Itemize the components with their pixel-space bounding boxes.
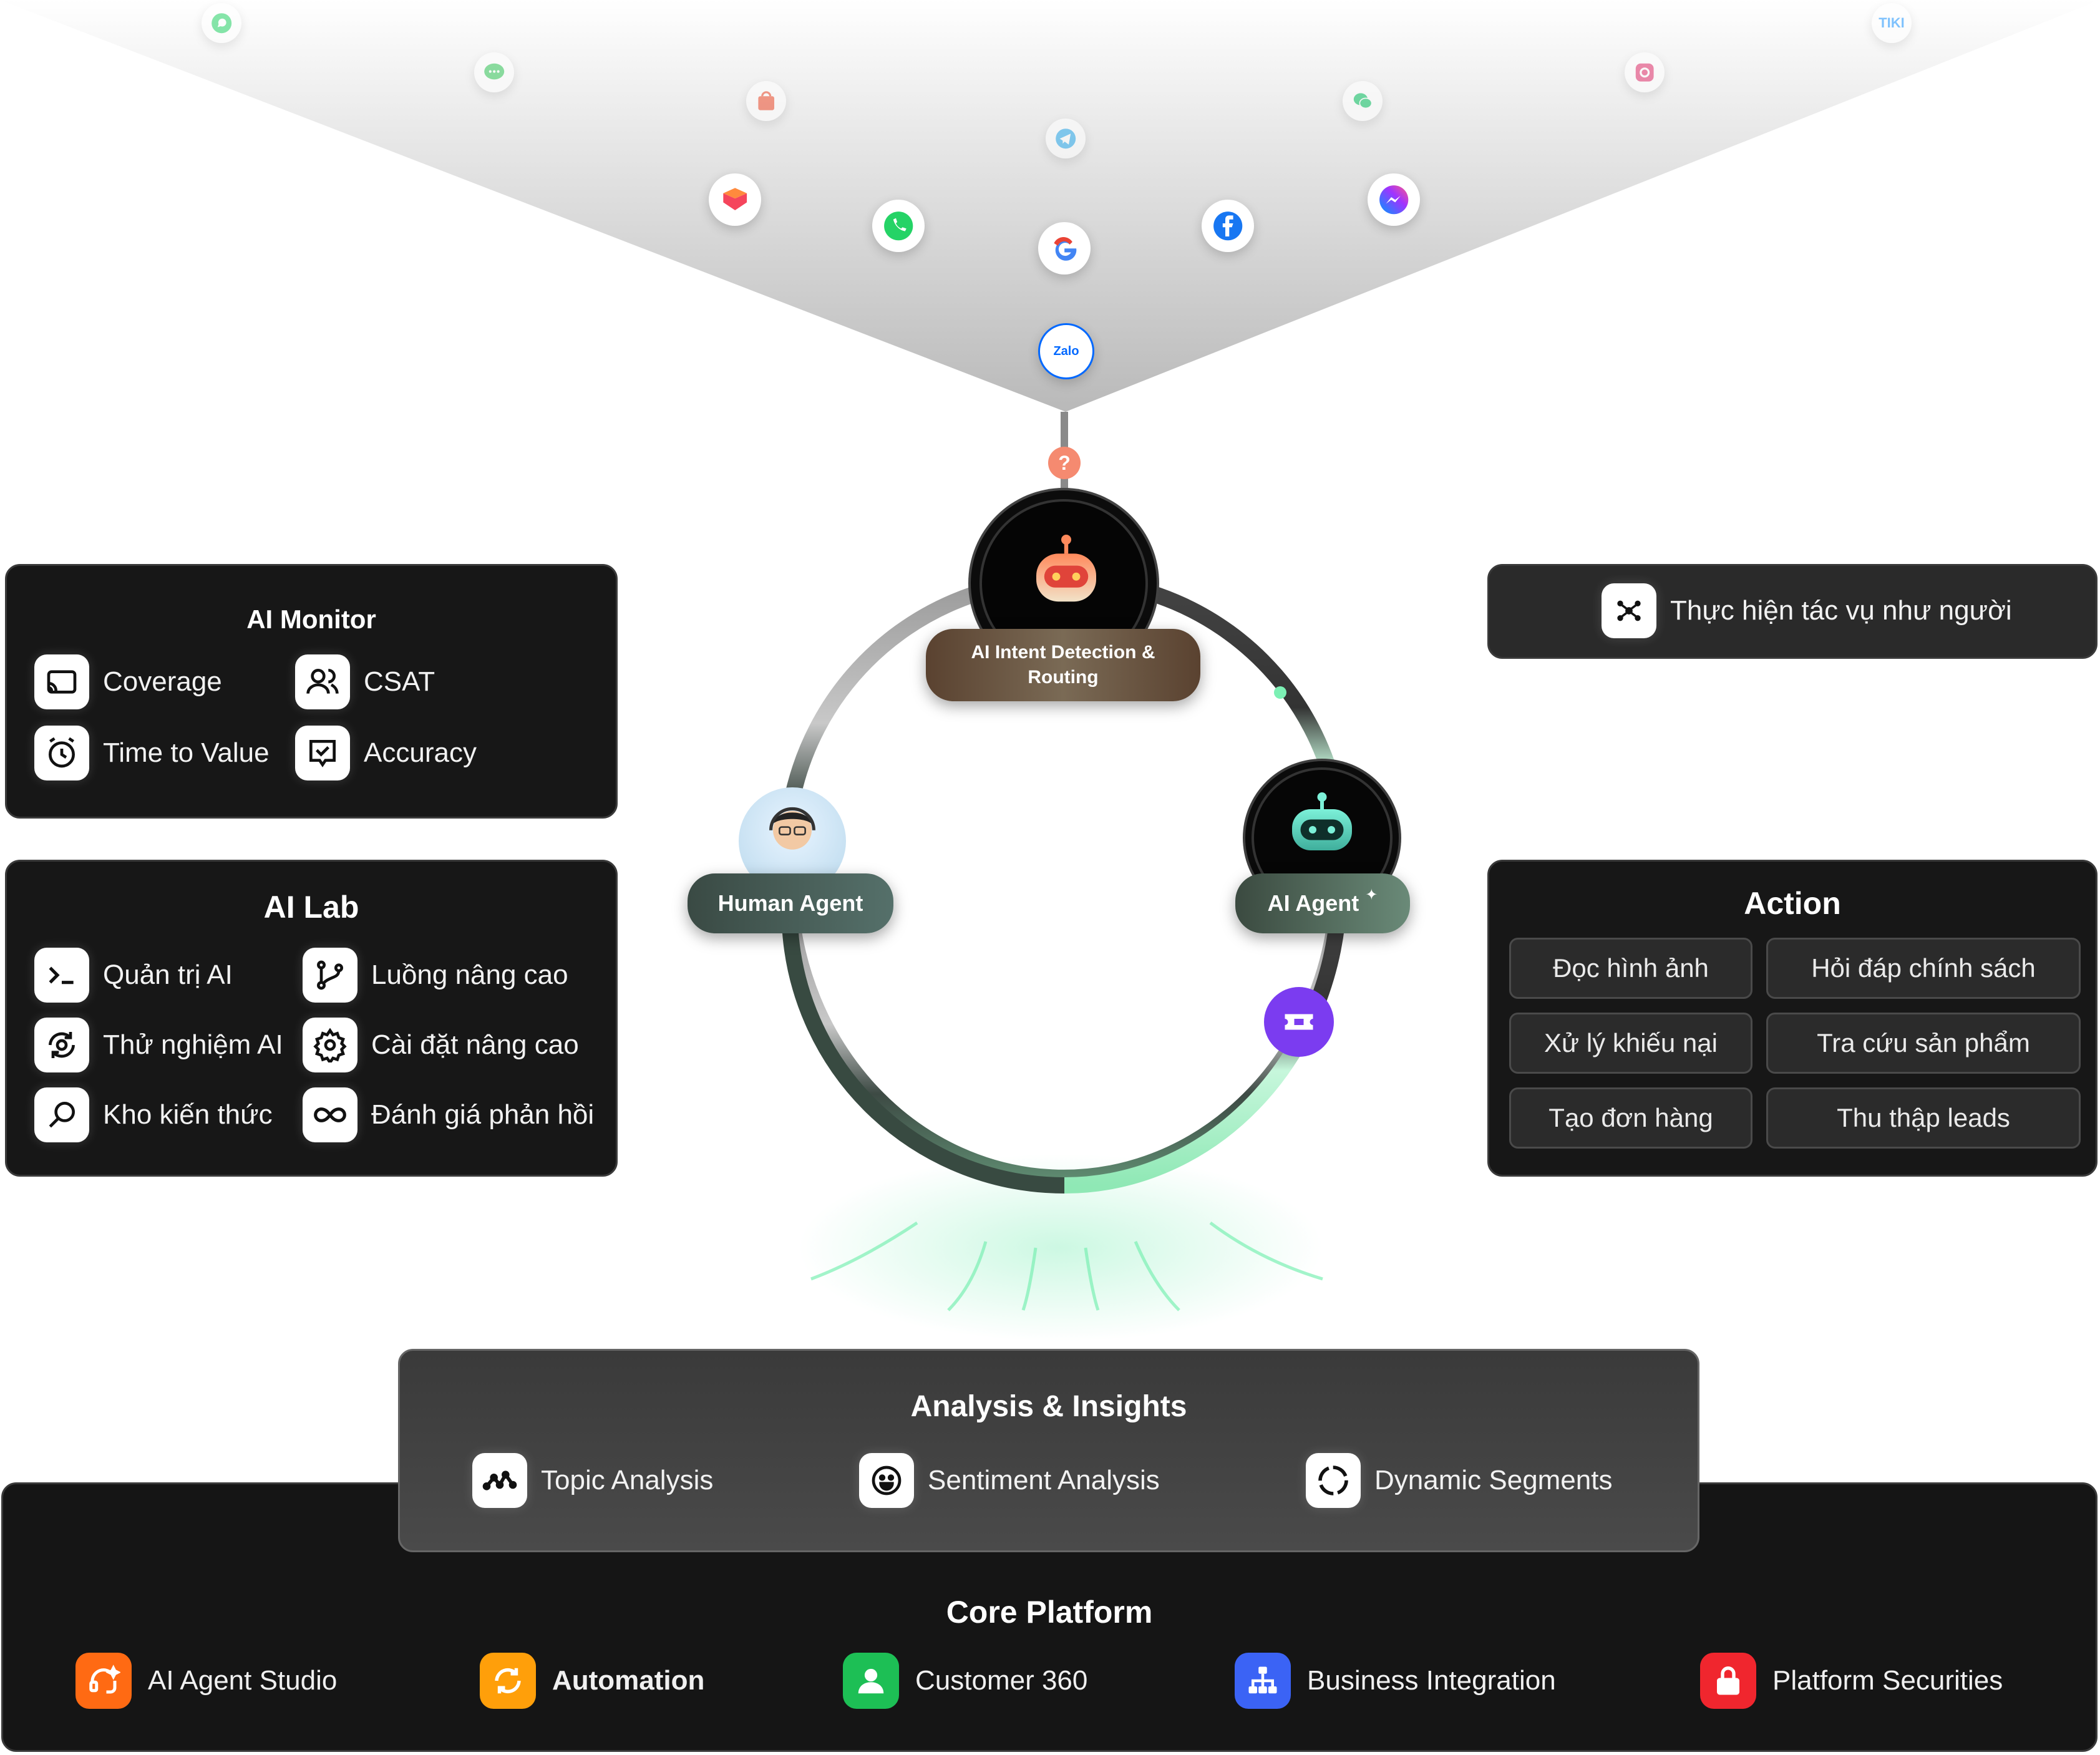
core-platform-title: Core Platform [946,1595,1153,1630]
ai-monitor-panel: AI Monitor Coverage CSAT Time to Value A… [5,564,618,819]
action-chip-collect-leads[interactable]: Thu thập leads [1766,1087,2081,1149]
imessage-icon [474,52,514,92]
lab-label: Cài đặt nâng cao [371,1029,579,1060]
search-chat-icon [34,1087,89,1142]
lab-item-ai-experiment[interactable]: Thử nghiệm AI [34,1018,283,1072]
git-branch-icon [303,948,357,1003]
sparkle-icon: ✦ [1365,886,1378,903]
lab-label: Quản trị AI [103,960,233,990]
core-item-customer-360[interactable]: Customer 360 [843,1653,1087,1709]
sparkle-cluster-icon [1602,583,1656,638]
users-icon [295,654,350,709]
lab-label: Thử nghiệm AI [103,1029,283,1060]
ai-agent-label[interactable]: AI Agent ✦ [1235,873,1410,933]
lab-item-advanced-settings[interactable]: Cài đặt nâng cao [303,1018,579,1072]
action-chip-product-lookup[interactable]: Tra cứu sản phẩm [1766,1013,2081,1074]
lab-label: Luồng nâng cao [371,960,568,990]
lock-icon [1700,1653,1756,1709]
core-item-platform-securities[interactable]: Platform Securities [1700,1653,2003,1709]
action-chip-policy-qa[interactable]: Hỏi đáp chính sách [1766,938,2081,999]
alarm-clock-icon [34,726,89,780]
human-task-panel[interactable]: Thực hiện tác vụ như người [1487,564,2098,659]
sync-icon [480,1653,536,1709]
smiley-icon [859,1453,914,1508]
action-chip-create-order[interactable]: Tạo đơn hàng [1509,1087,1752,1149]
lab-label: Đánh giá phản hồi [371,1099,595,1130]
analysis-panel: Analysis & Insights Topic Analysis Senti… [398,1349,1699,1552]
tiki-icon: TIKI [1872,3,1912,43]
phone-icon [872,200,925,252]
gear-icon [303,1018,357,1072]
google-icon [1038,222,1091,275]
analysis-label: Topic Analysis [541,1465,714,1495]
check-message-icon [295,726,350,780]
metric-label: Coverage [103,666,222,697]
ai-lab-panel: AI Lab Quản trị AI Luồng nâng cao Thử ng… [5,860,618,1177]
action-chip-complaint[interactable]: Xử lý khiếu nại [1509,1013,1752,1074]
analysis-item-topic[interactable]: Topic Analysis [472,1453,713,1508]
ai-monitor-title: AI Monitor [246,605,376,634]
analysis-item-sentiment[interactable]: Sentiment Analysis [859,1453,1160,1508]
lazada-icon [709,173,761,226]
telegram-icon [1046,119,1086,158]
ticket-icon [1285,1014,1313,1030]
core-label: Automation [552,1665,705,1696]
human-task-label: Thực hiện tác vụ như người [1670,595,2012,626]
trend-line-icon [472,1453,527,1508]
question-marker: ? [1048,447,1081,479]
metric-label: Accuracy [364,737,477,768]
cast-icon [34,654,89,709]
lab-item-feedback[interactable]: Đánh giá phản hồi [303,1087,594,1142]
core-label: Customer 360 [915,1665,1088,1696]
robot-icon [1036,535,1096,602]
ticket-node[interactable] [1264,987,1334,1057]
core-item-business-integration[interactable]: Business Integration [1235,1653,1556,1709]
facebook-icon [1202,200,1254,252]
lab-item-ai-admin[interactable]: Quản trị AI [34,948,233,1003]
ai-agent-text: AI Agent [1267,890,1359,916]
human-task-item[interactable]: Thực hiện tác vụ như người [1602,583,2012,638]
core-label: Platform Securities [1772,1665,2003,1696]
infinity-icon [303,1087,357,1142]
metric-coverage[interactable]: Coverage [34,654,222,709]
core-label: AI Agent Studio [148,1665,338,1696]
lab-item-knowledge-base[interactable]: Kho kiến thức [34,1087,273,1142]
metric-label: Time to Value [103,737,270,768]
action-panel: Action Đọc hình ảnh Hỏi đáp chính sách X… [1487,860,2098,1177]
core-label: Business Integration [1307,1665,1556,1696]
terminal-icon [34,948,89,1003]
metric-time-to-value[interactable]: Time to Value [34,726,270,780]
metric-label: CSAT [364,666,435,697]
instagram-icon [1625,52,1665,92]
ai-intent-label[interactable]: AI Intent Detection & Routing [926,629,1200,701]
lab-label: Kho kiến thức [103,1099,273,1130]
segment-ring-icon [1306,1453,1361,1508]
robot-icon [1292,792,1352,850]
zalo-icon: Zalo [1038,323,1094,379]
analysis-item-segments[interactable]: Dynamic Segments [1306,1453,1612,1508]
shopee-icon [746,81,786,121]
user-icon [843,1653,899,1709]
metric-csat[interactable]: CSAT [295,654,435,709]
hierarchy-icon [1235,1653,1291,1709]
core-item-automation[interactable]: Automation [480,1653,704,1709]
whatsapp-icon [202,3,241,43]
action-title: Action [1744,886,1841,921]
messenger-icon [1368,173,1420,226]
headset-icon [75,1653,132,1709]
human-agent-label[interactable]: Human Agent [688,873,893,933]
wechat-icon [1343,81,1383,121]
core-item-ai-agent-studio[interactable]: AI Agent Studio [75,1653,337,1709]
ai-lab-title: AI Lab [263,890,359,925]
metric-accuracy[interactable]: Accuracy [295,726,477,780]
lab-item-advanced-flow[interactable]: Luồng nâng cao [303,948,568,1003]
analysis-title: Analysis & Insights [910,1390,1187,1423]
action-chip-read-image[interactable]: Đọc hình ảnh [1509,938,1752,999]
analysis-label: Sentiment Analysis [928,1465,1160,1495]
refresh-eye-icon [34,1018,89,1072]
analysis-label: Dynamic Segments [1374,1465,1613,1495]
